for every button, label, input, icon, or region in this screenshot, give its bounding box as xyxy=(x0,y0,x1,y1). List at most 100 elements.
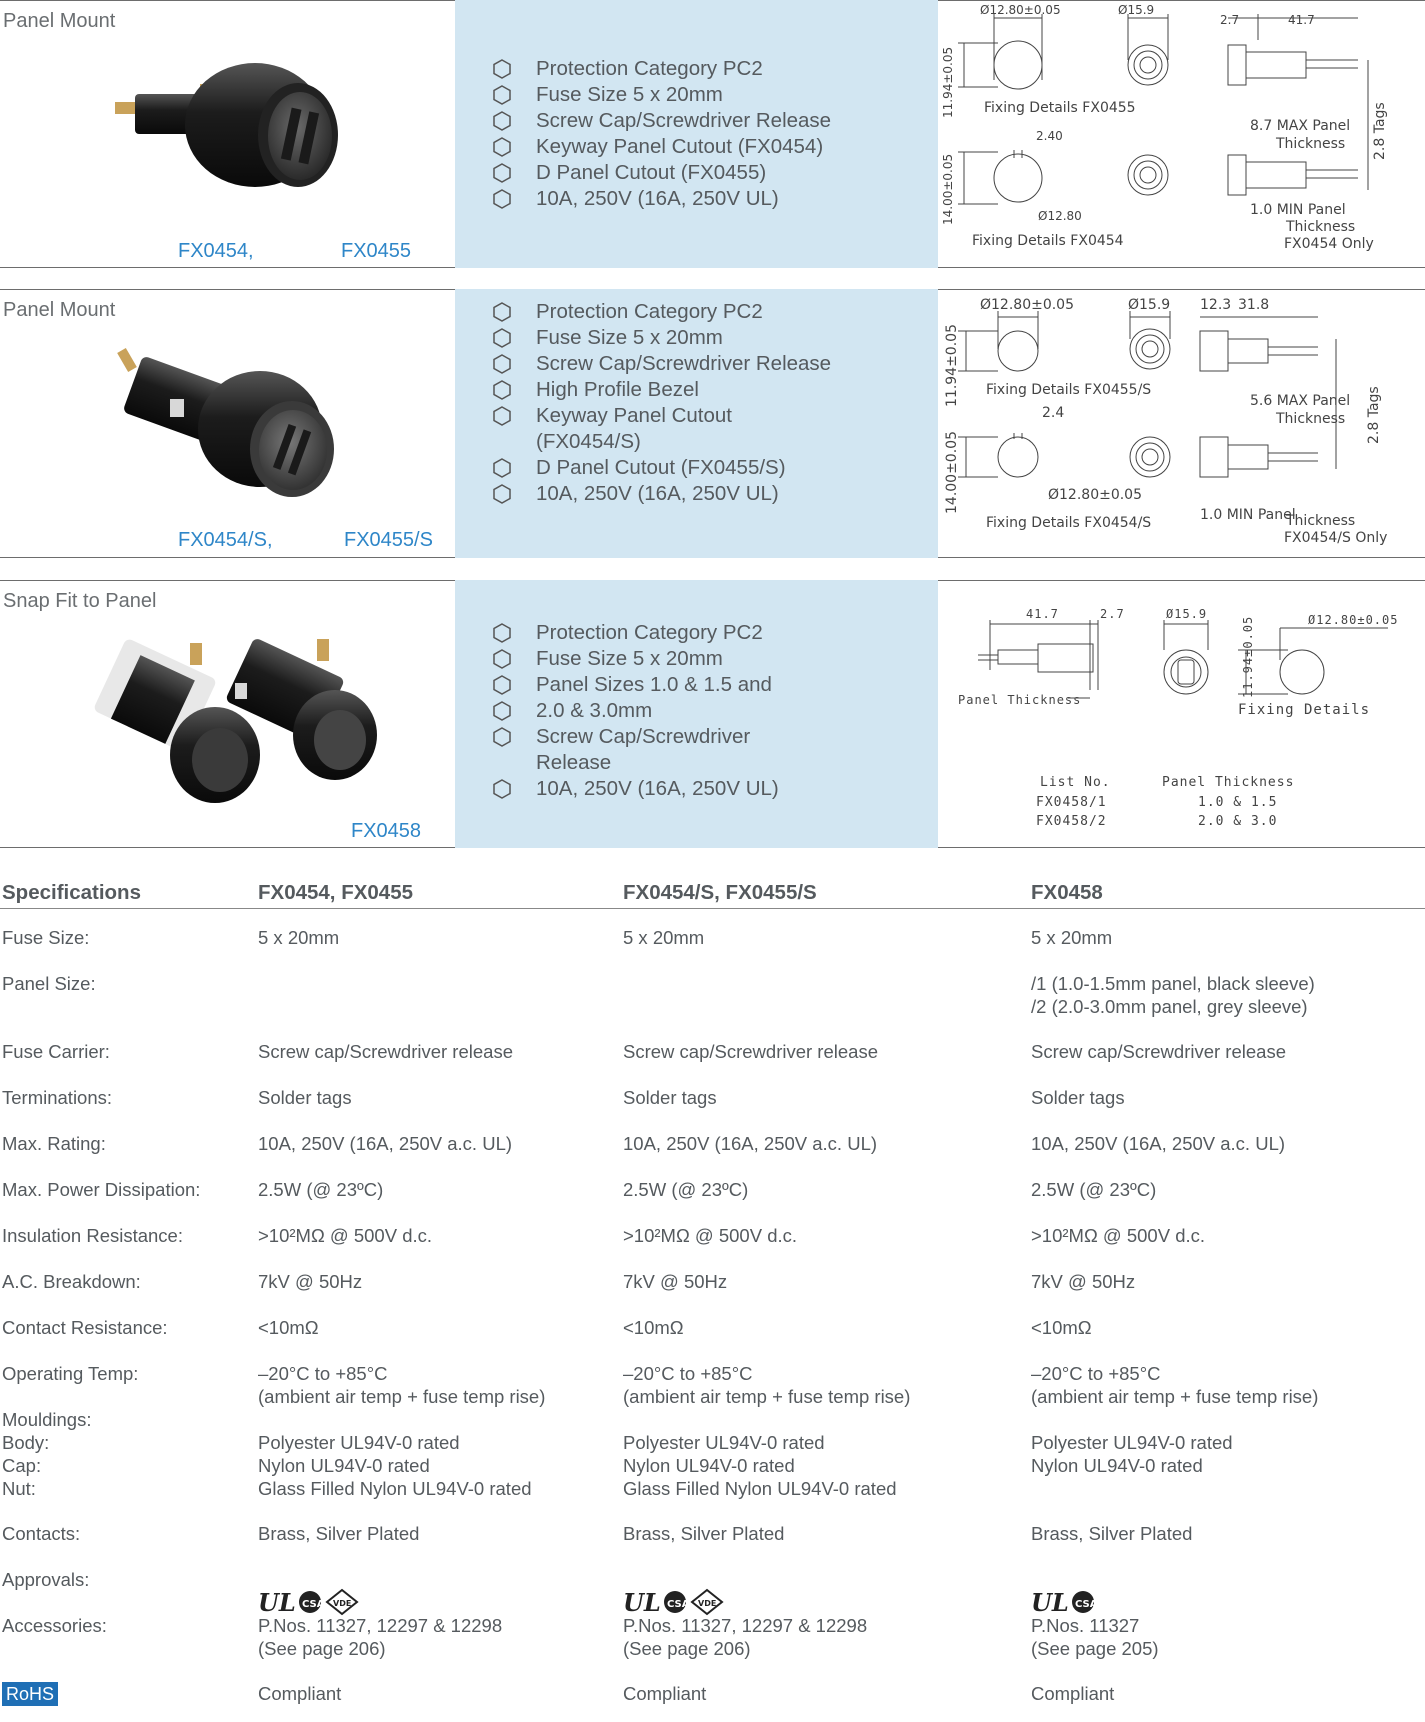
dimension-drawing: Ø12.80±0.05 Ø15.9 12.3 31.8 11.94±0.05 F… xyxy=(944,297,1387,546)
hexagon-bullet-icon xyxy=(493,163,511,183)
spec-value: P.Nos. 11327 (See page 205) xyxy=(1031,1615,1159,1659)
table-cell: 1.0 & 1.5 xyxy=(1198,795,1277,810)
dim-label: 2.40 xyxy=(1036,129,1063,143)
approval-marks: UL CSA VDE xyxy=(258,1564,368,1622)
spec-label: Panel Size: xyxy=(2,973,96,994)
feature-item: D Panel Cutout (FX0455) xyxy=(493,160,831,186)
fuse-holder-photo xyxy=(94,639,377,803)
rohs-cell: RoHS xyxy=(2,1682,59,1706)
dim-label: Thickness xyxy=(1285,513,1355,529)
feature-text: 2.0 & 3.0mm xyxy=(536,699,653,722)
dim-label: 14.00±0.05 xyxy=(944,431,960,514)
spec-label: Fuse Size: xyxy=(2,927,90,948)
technical-drawing: Ø12.80±0.05 Ø15.9 2.7 41.7 11.94±0.05 Fi… xyxy=(938,0,1425,268)
dim-label: Ø15.9 xyxy=(1166,607,1207,621)
spec-value: Solder tags xyxy=(1031,1087,1125,1108)
spec-value: Screw cap/Screwdriver release xyxy=(623,1041,878,1062)
feature-item: Fuse Size 5 x 20mm xyxy=(493,646,779,672)
csa-mark-icon: CSA xyxy=(664,1591,690,1613)
hexagon-bullet-icon xyxy=(493,675,511,695)
feature-item: Keyway Panel Cutout xyxy=(493,403,831,429)
fixing-label: Fixing Details FX0455 xyxy=(984,100,1136,116)
spec-header: Specifications xyxy=(2,881,141,904)
ul-mark-icon: UL xyxy=(1031,1588,1069,1617)
dim-label: Thickness xyxy=(1275,411,1345,427)
feature-list: Protection Category PC2 Fuse Size 5 x 20… xyxy=(493,56,831,212)
feature-item: 10A, 250V (16A, 250V UL) xyxy=(493,186,831,212)
dim-label: 31.8 xyxy=(1238,297,1269,313)
vde-mark-icon: VDE xyxy=(690,1588,724,1616)
hexagon-bullet-icon xyxy=(493,302,511,322)
spec-value: –20°C to +85°C (ambient air temp + fuse … xyxy=(1031,1363,1319,1407)
hexagon-bullet-icon xyxy=(493,406,511,426)
table-cell: FX0458/2 xyxy=(1036,814,1107,829)
feature-text: D Panel Cutout (FX0455) xyxy=(536,161,767,184)
spec-value: 10A, 250V (16A, 250V a.c. UL) xyxy=(1031,1133,1286,1154)
dim-label: 11.94±0.05 xyxy=(1241,616,1255,698)
svg-text:CSA: CSA xyxy=(667,1599,690,1610)
hexagon-bullet-icon xyxy=(493,111,511,131)
feature-item: D Panel Cutout (FX0455/S) xyxy=(493,455,831,481)
spec-header: FX0454/S, FX0455/S xyxy=(623,881,817,904)
dim-label: FX0454/S Only xyxy=(1284,530,1387,546)
spec-header: FX0454, FX0455 xyxy=(258,881,413,904)
dim-label: 2.4 xyxy=(1042,405,1064,421)
feature-item: Screw Cap/Screwdriver Release xyxy=(493,351,831,377)
feature-text: High Profile Bezel xyxy=(536,378,699,401)
spec-value: Polyester UL94V-0 rated Nylon UL94V-0 ra… xyxy=(258,1432,532,1499)
spec-value: Brass, Silver Plated xyxy=(623,1523,785,1544)
fuse-holder-photo xyxy=(117,347,334,497)
dim-label: 2.8 Tags xyxy=(1372,102,1388,160)
feature-text: Panel Sizes 1.0 & 1.5 and xyxy=(536,673,772,696)
feature-text: Fuse Size 5 x 20mm xyxy=(536,326,723,349)
spec-value: –20°C to +85°C (ambient air temp + fuse … xyxy=(258,1363,546,1407)
feature-text: Protection Category PC2 xyxy=(536,57,763,80)
spec-value: Solder tags xyxy=(623,1087,717,1108)
dimension-drawing: 41.7 2.7 Ø15.9 11.94±0.05 Ø12.80±0.05 Pa… xyxy=(958,607,1397,829)
hexagon-bullet-icon xyxy=(493,458,511,478)
technical-drawing: 41.7 2.7 Ø15.9 11.94±0.05 Ø12.80±0.05 Pa… xyxy=(938,580,1425,848)
dim-label: Ø12.80±0.05 xyxy=(1048,487,1142,503)
dim-label: Thickness xyxy=(1275,136,1345,152)
table-header: List No. xyxy=(1040,775,1111,790)
svg-text:CSA: CSA xyxy=(302,1599,325,1610)
product-code: FX0454, xyxy=(178,240,254,262)
svg-text:CSA: CSA xyxy=(1075,1599,1098,1610)
spec-value: 5 x 20mm xyxy=(623,927,705,948)
product-fx0458: Snap Fit to Panel FX0458 Protection Cate… xyxy=(0,580,1425,848)
dim-label: Ø12.80±0.05 xyxy=(980,297,1074,313)
dim-label: FX0454 Only xyxy=(1284,236,1374,252)
fixing-label: Fixing Details xyxy=(1238,702,1370,718)
svg-text:UL: UL xyxy=(258,1588,296,1617)
approval-marks: UL CSA xyxy=(1031,1564,1111,1622)
hexagon-bullet-icon xyxy=(493,328,511,348)
table-header: Panel Thickness xyxy=(1162,775,1294,790)
feature-item: Screw Cap/Screwdriver xyxy=(493,724,779,750)
spec-label: Terminations: xyxy=(2,1087,113,1108)
spec-value: <10mΩ xyxy=(258,1317,319,1338)
spec-value: >10²MΩ @ 500V d.c. xyxy=(1031,1225,1206,1246)
product-code: FX0458 xyxy=(351,820,422,842)
feature-item: (FX0454/S) xyxy=(493,429,831,455)
spec-value: P.Nos. 11327, 12297 & 12298 (See page 20… xyxy=(623,1615,868,1659)
dim-label: Ø15.9 xyxy=(1118,3,1154,17)
svg-text:VDE: VDE xyxy=(333,1599,351,1608)
hexagon-bullet-icon xyxy=(493,701,511,721)
spec-value: Compliant xyxy=(1031,1683,1115,1704)
csa-mark-icon: CSA xyxy=(299,1591,325,1613)
spec-value: –20°C to +85°C (ambient air temp + fuse … xyxy=(623,1363,911,1407)
dim-label: 11.94±0.05 xyxy=(941,47,955,118)
spec-label: Mouldings: Body: Cap: Nut: xyxy=(2,1409,92,1499)
dim-label: 5.6 MAX Panel xyxy=(1250,393,1350,409)
ul-mark-icon: UL xyxy=(258,1588,296,1617)
feature-item: Fuse Size 5 x 20mm xyxy=(493,82,831,108)
feature-text: 10A, 250V (16A, 250V UL) xyxy=(536,482,779,505)
spec-value: /1 (1.0-1.5mm panel, black sleeve) /2 (2… xyxy=(1031,973,1315,1017)
feature-text: Keyway Panel Cutout xyxy=(536,404,733,427)
spec-label: Contacts: xyxy=(2,1523,81,1544)
dim-label: 41.7 xyxy=(1026,607,1059,621)
technical-drawing: Ø12.80±0.05 Ø15.9 12.3 31.8 11.94±0.05 F… xyxy=(938,289,1425,558)
spec-label: Approvals: xyxy=(2,1569,90,1590)
dim-label: 8.7 MAX Panel xyxy=(1250,118,1350,134)
spec-label: Max. Rating: xyxy=(2,1133,106,1154)
